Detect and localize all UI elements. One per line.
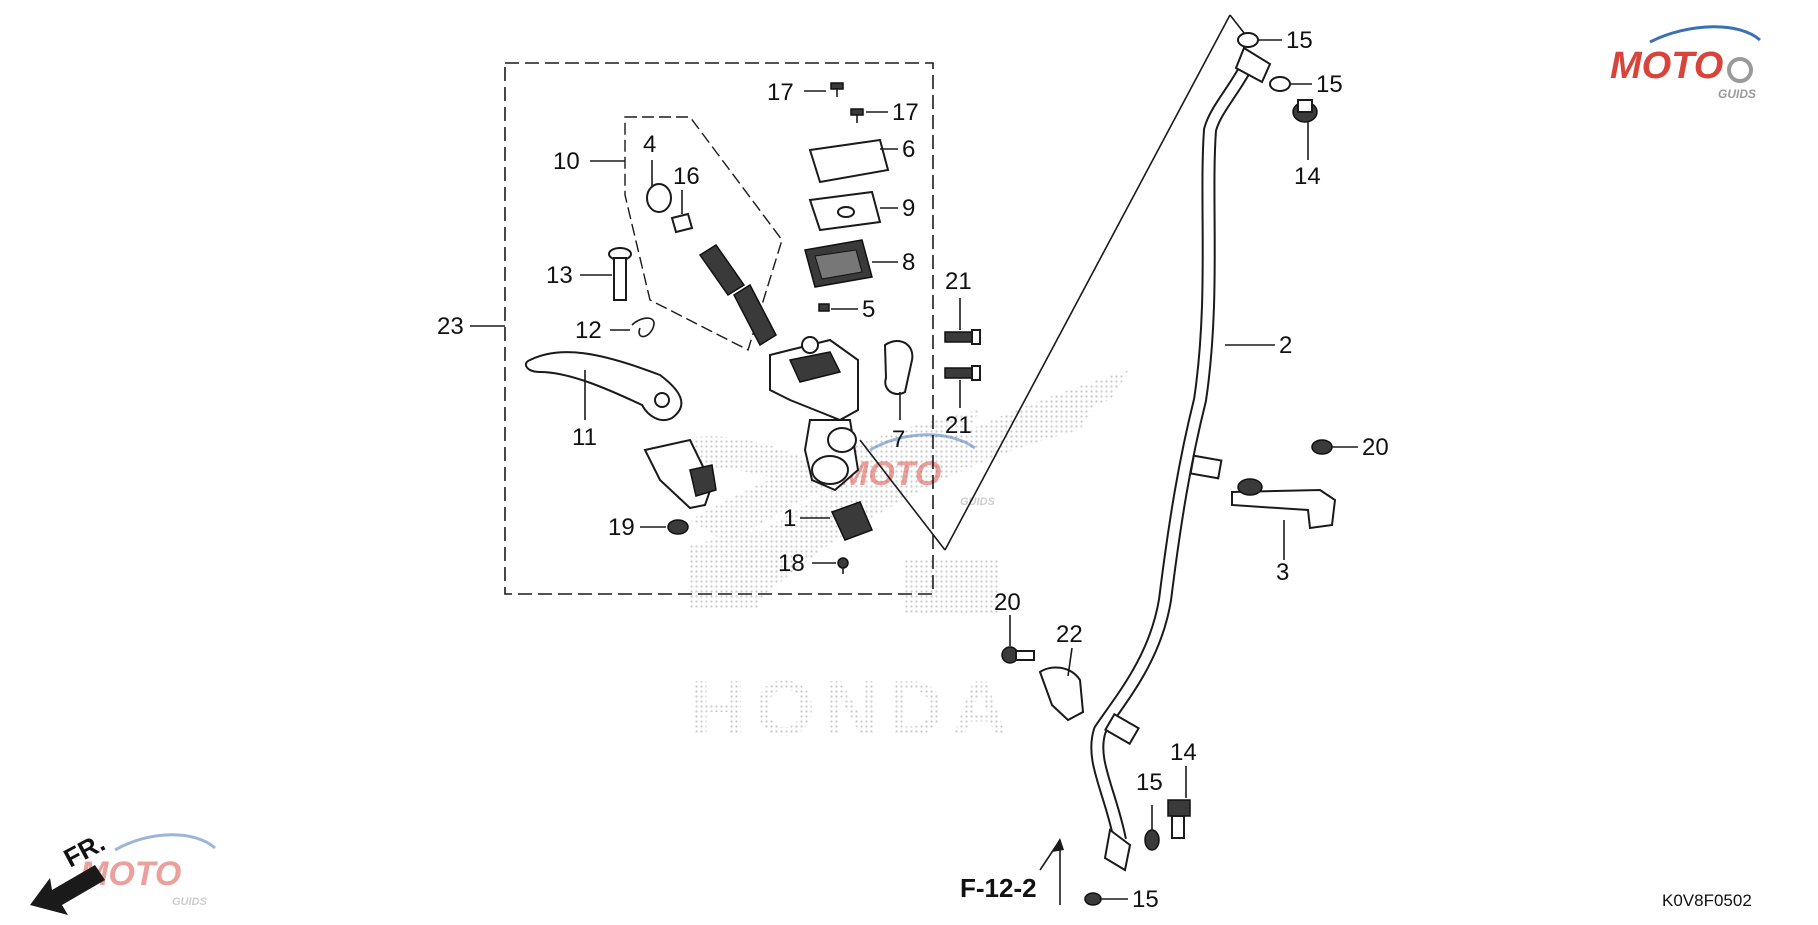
reference-arrow-icon xyxy=(1052,838,1064,852)
part-16-circlip xyxy=(670,212,694,234)
front-arrow-icon xyxy=(30,865,105,915)
part-15-washer-a xyxy=(1237,32,1259,48)
logo-swoosh-icon xyxy=(1649,25,1762,44)
part-20-bolt-b xyxy=(1001,646,1035,664)
part-6-reservoir-cap xyxy=(808,138,890,184)
part-number-12: 12 xyxy=(575,317,602,344)
piston-icon xyxy=(698,243,746,297)
part-3-hose-bracket xyxy=(1231,488,1337,530)
part-number-17a: 17 xyxy=(767,79,794,106)
part-number-14a: 14 xyxy=(1294,163,1321,190)
part-number-3: 3 xyxy=(1276,559,1289,586)
watermark-brand-text: HONDA xyxy=(690,664,1016,752)
part-number-21b: 21 xyxy=(945,412,972,439)
part-15-washer-c xyxy=(1144,829,1160,851)
part-number-22: 22 xyxy=(1056,621,1083,648)
logo-swoosh-icon xyxy=(869,433,976,452)
site-logo-text: MOTO xyxy=(1610,45,1723,87)
diagram-code: K0V8F0502 xyxy=(1662,891,1752,910)
part-number-7: 7 xyxy=(892,426,905,453)
part-11-brake-lever xyxy=(524,351,683,422)
part-7-holder-clamp xyxy=(883,340,914,396)
master-cylinder-body xyxy=(769,336,860,492)
part-20-bolt-a xyxy=(1311,439,1333,455)
part-number-15d: 15 xyxy=(1132,886,1159,913)
part-number-16: 16 xyxy=(673,163,700,190)
part-number-15c: 15 xyxy=(1136,769,1163,796)
part-number-10: 10 xyxy=(553,148,580,175)
part-1-stop-switch xyxy=(830,501,874,541)
subkit-boundary xyxy=(624,116,783,352)
part-14-oil-bolt-a xyxy=(1292,99,1318,123)
part-number-18: 18 xyxy=(778,550,805,577)
part-17-screw-b xyxy=(850,108,864,123)
site-logo-top: MOTO GUIDS xyxy=(1610,25,1762,101)
part-4-boot xyxy=(646,183,672,213)
logo-swoosh-icon xyxy=(114,833,217,852)
part-21-bolt-a xyxy=(944,329,981,345)
spring-icon xyxy=(733,283,777,347)
site-logo-subtext-mid: GUIDS xyxy=(960,496,996,508)
assembly-boundary xyxy=(504,62,934,595)
part-18-screw xyxy=(837,557,849,574)
part-19-nut xyxy=(667,519,689,535)
site-logo-subtext-bottom: GUIDS xyxy=(172,896,208,908)
part-22-hose-clamp xyxy=(1038,666,1085,722)
part-14-oil-bolt-b xyxy=(1167,799,1191,839)
part-number-19: 19 xyxy=(608,514,635,541)
part-17-screw-a xyxy=(830,82,844,97)
part-number-14b: 14 xyxy=(1170,739,1197,766)
part-number-2: 2 xyxy=(1279,332,1292,359)
part-13-pivot-bolt xyxy=(608,247,632,301)
part-number-17b: 17 xyxy=(892,99,919,126)
part-5-float xyxy=(818,303,830,312)
part-number-6: 6 xyxy=(902,136,915,163)
site-logo-subtext: GUIDS xyxy=(1718,87,1756,101)
part-21-bolt-b xyxy=(944,365,981,381)
part-number-20a: 20 xyxy=(1362,434,1389,461)
part-2-brake-hose xyxy=(1090,46,1272,872)
part-number-11: 11 xyxy=(572,424,597,451)
front-direction-arrow: FR. xyxy=(30,827,110,915)
reference-label: F-12-2 xyxy=(960,873,1037,903)
part-number-21a: 21 xyxy=(945,268,972,295)
part-number-5: 5 xyxy=(862,296,875,323)
part-number-20b: 20 xyxy=(994,589,1021,616)
leader-diagonal-a xyxy=(944,14,1231,551)
part-number-15b: 15 xyxy=(1316,71,1343,98)
leader-22 xyxy=(1067,647,1073,677)
part-12-spring xyxy=(631,317,655,338)
part-number-15a: 15 xyxy=(1286,27,1313,54)
part-number-13: 13 xyxy=(546,262,573,289)
leader-diagonal-c xyxy=(859,439,946,551)
part-number-8: 8 xyxy=(902,249,915,276)
part-number-4: 4 xyxy=(643,131,656,158)
logo-gear-icon xyxy=(1727,57,1753,83)
part-number-1: 1 xyxy=(783,505,796,532)
part-number-23: 23 xyxy=(437,313,464,340)
part-15-washer-d xyxy=(1084,892,1102,906)
part-15-washer-b xyxy=(1269,76,1291,92)
part-number-9: 9 xyxy=(902,195,915,222)
